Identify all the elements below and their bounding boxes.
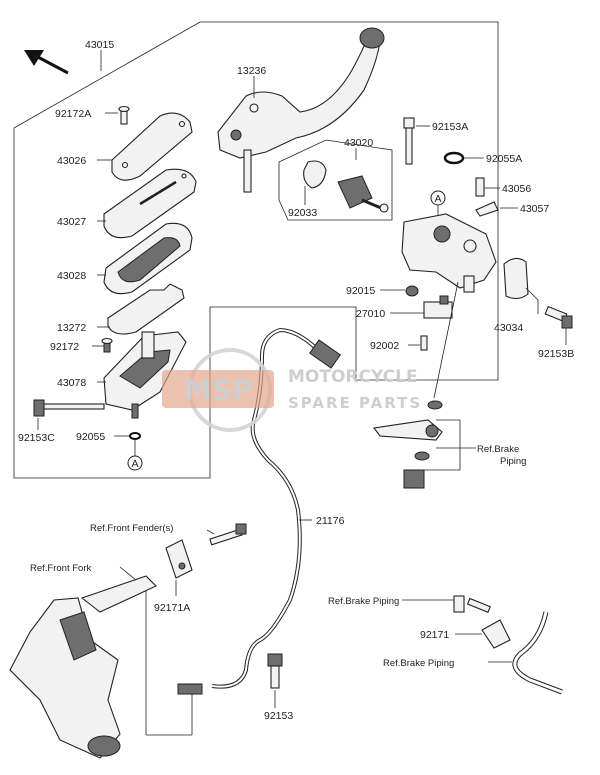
- leader-lines: [37, 50, 567, 736]
- ref-front-fender: Ref.Front Fender(s): [90, 523, 173, 534]
- watermark-line1: MOTORCYCLE: [288, 367, 418, 387]
- banjo-fitting[interactable]: [373, 400, 443, 489]
- watermark: MSP MOTORCYCLE SPARE PARTS: [162, 348, 422, 432]
- bleeder-cap-43057[interactable]: [475, 201, 499, 217]
- bolt-92153[interactable]: [267, 653, 283, 689]
- fender-bolt: [209, 523, 247, 546]
- brake-lever-13236[interactable]: [217, 27, 385, 193]
- brake-piping-right: [453, 595, 563, 695]
- label-92033[interactable]: 92033: [288, 207, 317, 219]
- piston-kit-box: [278, 139, 393, 221]
- nut-92015[interactable]: [405, 285, 419, 297]
- assembly-boundary: [13, 21, 499, 479]
- svg-text:A: A: [434, 193, 441, 205]
- plate-13272[interactable]: [107, 283, 185, 335]
- reference-marker-a-right: A: [430, 190, 446, 206]
- brake-switch-27010[interactable]: [423, 295, 453, 319]
- label-43078[interactable]: 43078: [57, 377, 86, 389]
- ref-front-fork: Ref.Front Fork: [30, 563, 91, 574]
- reference-marker-a-left: A: [127, 455, 143, 471]
- label-92002[interactable]: 92002: [370, 340, 399, 352]
- watermark-brand: MSP: [184, 373, 253, 406]
- label-43026[interactable]: 43026: [57, 155, 86, 167]
- label-21176[interactable]: 21176: [316, 515, 345, 527]
- label-92153a[interactable]: 92153A: [432, 121, 468, 133]
- label-92153b[interactable]: 92153B: [538, 348, 574, 360]
- master-cylinder-body[interactable]: [401, 213, 497, 293]
- watermark-line2: SPARE PARTS: [288, 394, 422, 412]
- label-92172[interactable]: 92172: [50, 341, 79, 353]
- clamp-43034[interactable]: [503, 257, 529, 300]
- ref-brake-piping-1: Ref.Brake: [477, 444, 519, 455]
- label-92015[interactable]: 92015: [346, 285, 375, 297]
- label-92171[interactable]: 92171: [420, 629, 449, 641]
- ref-brake-piping-2: Ref.Brake Piping: [328, 596, 399, 607]
- label-43015[interactable]: 43015: [85, 39, 114, 51]
- front-fork-bracket: [9, 575, 157, 759]
- label-43028[interactable]: 43028: [57, 270, 86, 282]
- ref-brake-piping-1b: Piping: [500, 456, 526, 467]
- bolt-92153b[interactable]: [544, 305, 573, 329]
- bolt-92153c[interactable]: [33, 399, 105, 417]
- bolt-92153a[interactable]: [403, 117, 415, 165]
- svg-text:A: A: [131, 458, 138, 470]
- screw-92172a[interactable]: [118, 105, 130, 125]
- label-92153c[interactable]: 92153C: [18, 432, 55, 444]
- label-92172a[interactable]: 92172A: [55, 108, 91, 120]
- label-27010[interactable]: 27010: [356, 308, 385, 320]
- watermark-badge: [162, 370, 274, 408]
- part-labels: 43015 13236 92172A 43026 43020 92153A 92…: [18, 39, 574, 722]
- plate-43027[interactable]: [103, 168, 197, 239]
- bleeder-43056[interactable]: [475, 177, 485, 197]
- direction-arrow-icon: [24, 50, 69, 75]
- o-ring-92055[interactable]: [129, 432, 141, 440]
- label-43020[interactable]: 43020: [344, 137, 373, 149]
- o-ring-92055a[interactable]: [443, 151, 465, 165]
- ref-brake-piping-3: Ref.Brake Piping: [383, 658, 454, 669]
- reservoir-cap-43026[interactable]: [111, 112, 193, 181]
- clamp-92171a[interactable]: [165, 539, 193, 579]
- label-13236[interactable]: 13236: [237, 65, 266, 77]
- label-43027[interactable]: 43027: [57, 216, 86, 228]
- label-92153[interactable]: 92153: [264, 710, 293, 722]
- label-43057[interactable]: 43057: [520, 203, 549, 215]
- label-92055a[interactable]: 92055A: [486, 153, 522, 165]
- clamp-92171[interactable]: [481, 619, 511, 649]
- label-43056[interactable]: 43056: [502, 183, 531, 195]
- label-92055[interactable]: 92055: [76, 431, 105, 443]
- label-92171a[interactable]: 92171A: [154, 602, 190, 614]
- screw-92002[interactable]: [420, 335, 428, 351]
- piston-kit-43020[interactable]: [303, 160, 389, 213]
- label-13272[interactable]: 13272: [57, 322, 86, 334]
- reservoir-43078[interactable]: [103, 331, 187, 419]
- screw-92172[interactable]: [101, 337, 113, 353]
- label-43034[interactable]: 43034: [494, 322, 523, 334]
